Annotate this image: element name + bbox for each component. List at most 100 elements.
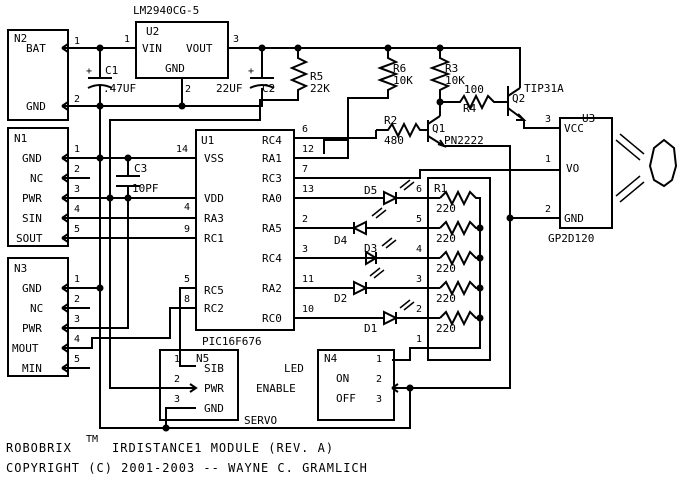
footer-brand: ROBOBRIX bbox=[6, 441, 72, 455]
n3-num5: 5 bbox=[74, 354, 80, 365]
r4-value: 100 bbox=[464, 83, 484, 96]
r1-common-wire bbox=[392, 347, 428, 361]
u1-pin-rc4-top: RC4 bbox=[262, 134, 282, 147]
q1-part: PN2222 bbox=[444, 134, 484, 147]
u1-mcu-box bbox=[195, 129, 295, 331]
u3-vcc: VCC bbox=[564, 122, 584, 135]
footer-copyright: COPYRIGHT (C) 2001-2003 -- WAYNE C. GRAM… bbox=[6, 461, 368, 475]
u1-pin-ra1: RA1 bbox=[262, 152, 282, 165]
led-light-arrows bbox=[369, 179, 415, 311]
n3-wires bbox=[61, 283, 196, 373]
c3-ref: C3 bbox=[134, 162, 147, 175]
n5-pin3: GND bbox=[204, 402, 224, 415]
n4-led-label: LED bbox=[284, 362, 304, 375]
r1-pin-6: 6 bbox=[416, 184, 422, 195]
n3-ref: N3 bbox=[14, 262, 27, 275]
n3-pin3: PWR bbox=[22, 322, 42, 335]
n5-servo-label: SERVO bbox=[244, 414, 277, 427]
n4-enable-wire bbox=[391, 218, 511, 393]
u2-pin-out: 3 bbox=[233, 34, 239, 45]
r5-ref: R5 bbox=[310, 70, 323, 83]
d2-ref: D2 bbox=[334, 292, 347, 305]
d4-led bbox=[351, 220, 367, 236]
r4-resistor bbox=[440, 93, 508, 111]
n1-ref: N1 bbox=[14, 132, 27, 145]
n5-num1: 1 bbox=[174, 354, 180, 365]
r3-value: 10K bbox=[445, 74, 465, 87]
c1-value: .47UF bbox=[103, 82, 136, 95]
u1-pin-ra2: RA2 bbox=[262, 282, 282, 295]
u1-pin-rc0: RC0 bbox=[262, 312, 282, 325]
rc4-wire bbox=[294, 130, 377, 139]
r1-val-3: 220 bbox=[436, 262, 456, 275]
u1-pin-vss: VSS bbox=[204, 152, 224, 165]
r1-pin-3: 3 bbox=[416, 274, 422, 285]
n2-pin1-name: BAT bbox=[26, 42, 46, 55]
c2-plus: + bbox=[248, 66, 254, 77]
r6-ref: R6 bbox=[393, 62, 406, 75]
d3-led bbox=[365, 250, 378, 266]
r1-val-5: 220 bbox=[436, 322, 456, 335]
footer-title: IRDISTANCE1 MODULE (REV. A) bbox=[112, 441, 334, 455]
d1-ref: D1 bbox=[364, 322, 377, 335]
n4-num1: 1 bbox=[376, 354, 382, 365]
c2-value: 22UF bbox=[216, 82, 243, 95]
n4-connector-box bbox=[317, 349, 395, 421]
d5-led bbox=[383, 190, 399, 206]
n5-ref: N5 bbox=[196, 352, 209, 365]
target-object bbox=[648, 138, 678, 188]
q1-ref: Q1 bbox=[432, 122, 445, 135]
r1-val-2: 220 bbox=[436, 232, 456, 245]
n4-num3: 3 bbox=[376, 394, 382, 405]
q2-transistor bbox=[507, 86, 560, 129]
u1-ref: U1 bbox=[201, 134, 214, 147]
u2-vin-label: VIN bbox=[142, 42, 162, 55]
n5-pin1: SIB bbox=[204, 362, 224, 375]
n5-num3: 3 bbox=[174, 394, 180, 405]
u1-num-9: 9 bbox=[184, 224, 190, 235]
r1-network-box bbox=[427, 177, 491, 361]
r1-resistors bbox=[428, 189, 481, 349]
r2-value: 480 bbox=[384, 134, 404, 147]
n1-num1: 1 bbox=[74, 144, 80, 155]
n2-ref-label: N2 bbox=[14, 32, 27, 45]
u1-num-6: 6 bbox=[302, 124, 308, 135]
u1-num-11: 11 bbox=[302, 274, 314, 285]
c1-plus: + bbox=[86, 66, 92, 77]
r1-pin-1: 1 bbox=[416, 334, 422, 345]
r6-value: 10K bbox=[393, 74, 413, 87]
u3-pin2: 2 bbox=[545, 204, 551, 215]
u1-pin-ra3: RA3 bbox=[204, 212, 224, 225]
u3-pin3: 3 bbox=[545, 114, 551, 125]
n3-pin2: NC bbox=[30, 302, 43, 315]
r5-value: 22K bbox=[310, 82, 330, 95]
c3-capacitor bbox=[62, 158, 140, 329]
u3-part: GP2D120 bbox=[548, 232, 594, 245]
n1-pin1: GND bbox=[22, 152, 42, 165]
u2-ref-label: U2 bbox=[146, 25, 159, 38]
n2-connector-box bbox=[7, 29, 69, 121]
n3-pin4: MOUT bbox=[12, 342, 39, 355]
r2-resistor bbox=[376, 121, 428, 139]
c1-capacitor bbox=[87, 48, 113, 400]
r2-ref: R2 bbox=[384, 114, 397, 127]
ra1-wire bbox=[294, 140, 349, 159]
n5-pin2: PWR bbox=[204, 382, 224, 395]
u1-pin-rc5: RC5 bbox=[204, 284, 224, 297]
n1-pin3: PWR bbox=[22, 192, 42, 205]
u1-num-7: 7 bbox=[302, 164, 308, 175]
n1-connector-box bbox=[7, 127, 69, 247]
gnd-top-rail bbox=[182, 88, 263, 107]
n4-off: OFF bbox=[336, 392, 356, 405]
footer-tm: TM bbox=[86, 434, 98, 445]
r5-resistor bbox=[109, 48, 309, 250]
n3-num4: 4 bbox=[74, 334, 80, 345]
u1-pin-rc3: RC3 bbox=[262, 172, 282, 185]
q1-transistor bbox=[427, 115, 511, 218]
q2-arrow bbox=[516, 113, 527, 121]
r1-val-4: 220 bbox=[436, 292, 456, 305]
r4-ref: R4 bbox=[463, 102, 477, 115]
u2-gnd-label: GND bbox=[165, 62, 185, 75]
